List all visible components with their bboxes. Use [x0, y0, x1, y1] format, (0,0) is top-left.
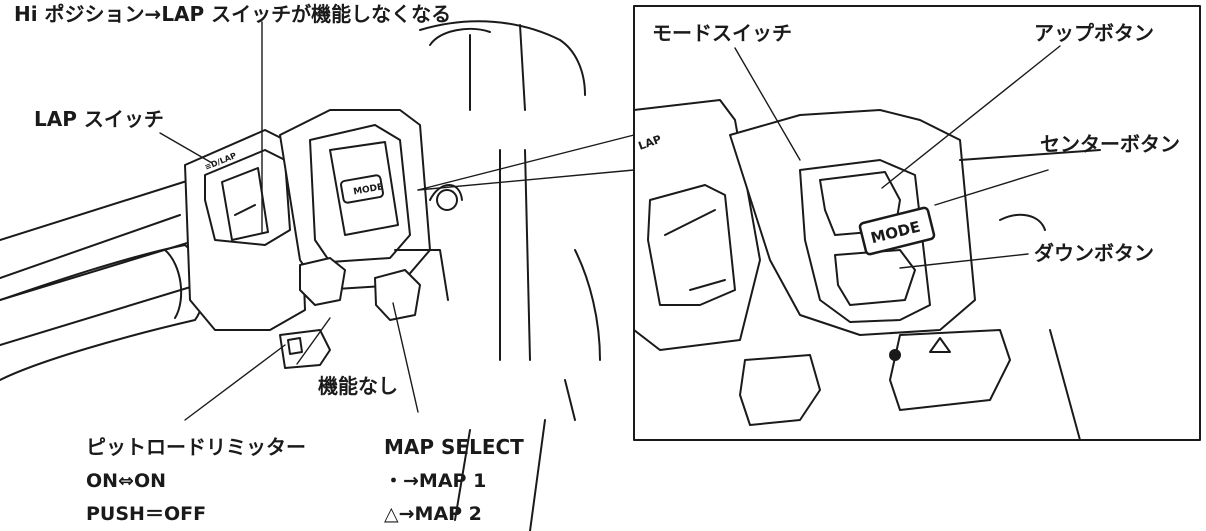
pit-road-limiter-line2: PUSH＝OFF	[86, 503, 207, 525]
pit-road-limiter-line1: ON⇔ON	[86, 470, 167, 492]
lap-marking-partial: LAP	[637, 133, 664, 153]
leader-lines-left	[159, 21, 419, 421]
mode-switch-label: モードスイッチ	[652, 21, 792, 45]
leader-lines-right	[734, 45, 1061, 269]
down-button-label: ダウンボタン	[1034, 241, 1154, 265]
pit-road-limiter-title: ピットロードリミッター	[86, 435, 306, 459]
map-select-title: MAP SELECT	[384, 435, 524, 459]
no-function-label: 機能なし	[318, 374, 398, 398]
lap-switch-label: LAP スイッチ	[34, 107, 164, 131]
map-select-line2: △→MAP 2	[384, 503, 482, 525]
center-button-label: センターボタン	[1040, 132, 1180, 156]
hi-position-note: Hi ポジション→LAP スイッチが機能しなくなる	[14, 2, 452, 26]
up-button-label: アップボタン	[1034, 21, 1154, 45]
handlebar-overview	[0, 20, 601, 531]
map-select-line1: ・→MAP 1	[384, 470, 487, 492]
callout-connector	[417, 134, 635, 191]
detail-callout-frame	[633, 5, 1201, 441]
detail-view	[633, 99, 1101, 441]
